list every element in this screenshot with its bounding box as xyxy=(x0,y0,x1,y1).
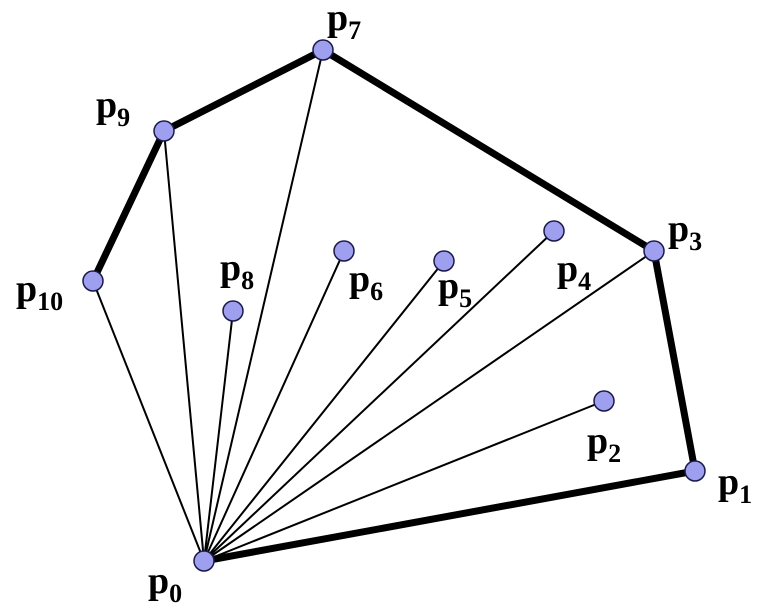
label-subscript: 0 xyxy=(169,579,182,608)
label-p1: p1 xyxy=(718,461,752,509)
label-p5: p5 xyxy=(438,265,472,313)
hull-edge-p0-p1 xyxy=(200,467,699,565)
spoke-p0-p9 xyxy=(163,130,205,562)
spoke-p0-p7 xyxy=(203,49,324,562)
label-p3: p3 xyxy=(668,208,702,256)
point-p3 xyxy=(643,240,665,262)
spoke-p0-p10 xyxy=(92,280,205,562)
radial-lines xyxy=(92,49,655,562)
label-p0: p0 xyxy=(148,560,182,608)
label-subscript: 8 xyxy=(241,266,254,295)
point-p2 xyxy=(593,390,615,412)
point-p5 xyxy=(433,250,455,272)
point-p10 xyxy=(82,270,104,292)
label-subscript: 6 xyxy=(370,277,383,306)
label-p7: p7 xyxy=(327,0,361,45)
points xyxy=(82,39,706,572)
label-p6: p6 xyxy=(349,258,383,306)
label-p9: p9 xyxy=(96,84,130,132)
label-base: p xyxy=(587,420,608,462)
point-p8 xyxy=(222,300,244,322)
spoke-p0-p8 xyxy=(203,310,234,562)
spoke-p0-p2 xyxy=(203,400,605,562)
label-p10: p10 xyxy=(16,268,63,316)
label-subscript: 7 xyxy=(348,16,361,45)
point-p9 xyxy=(153,120,175,142)
hull-edge-p3-p7 xyxy=(319,46,658,255)
label-subscript: 1 xyxy=(739,480,752,509)
label-p2: p2 xyxy=(587,420,621,468)
point-p1 xyxy=(684,460,706,482)
label-subscript: 3 xyxy=(689,227,702,256)
point-p7 xyxy=(312,39,334,61)
label-p8: p8 xyxy=(220,247,254,295)
label-base: p xyxy=(96,84,117,126)
label-base: p xyxy=(16,268,37,310)
label-subscript: 2 xyxy=(608,439,621,468)
hull-edge-p7-p9 xyxy=(160,46,327,135)
label-base: p xyxy=(220,247,241,289)
label-base: p xyxy=(438,265,459,307)
label-base: p xyxy=(148,560,169,602)
hull-edges xyxy=(89,46,699,565)
point-p6 xyxy=(333,240,355,262)
label-base: p xyxy=(327,0,348,39)
spoke-p0-p6 xyxy=(203,250,345,562)
hull-edge-p1-p3 xyxy=(650,247,699,475)
spoke-p0-p3 xyxy=(203,250,655,562)
spoke-p0-p5 xyxy=(203,260,445,562)
label-subscript: 4 xyxy=(578,267,591,296)
label-p4: p4 xyxy=(557,248,591,296)
hull-edge-p9-p10 xyxy=(89,127,168,285)
point-p4 xyxy=(543,220,565,242)
label-base: p xyxy=(718,461,739,503)
label-base: p xyxy=(557,248,578,290)
label-subscript: 10 xyxy=(37,287,63,316)
label-subscript: 9 xyxy=(117,103,130,132)
label-subscript: 5 xyxy=(459,284,472,313)
label-base: p xyxy=(668,208,689,250)
point-p0 xyxy=(193,550,215,572)
spoke-p0-p4 xyxy=(203,230,555,562)
label-base: p xyxy=(349,258,370,300)
